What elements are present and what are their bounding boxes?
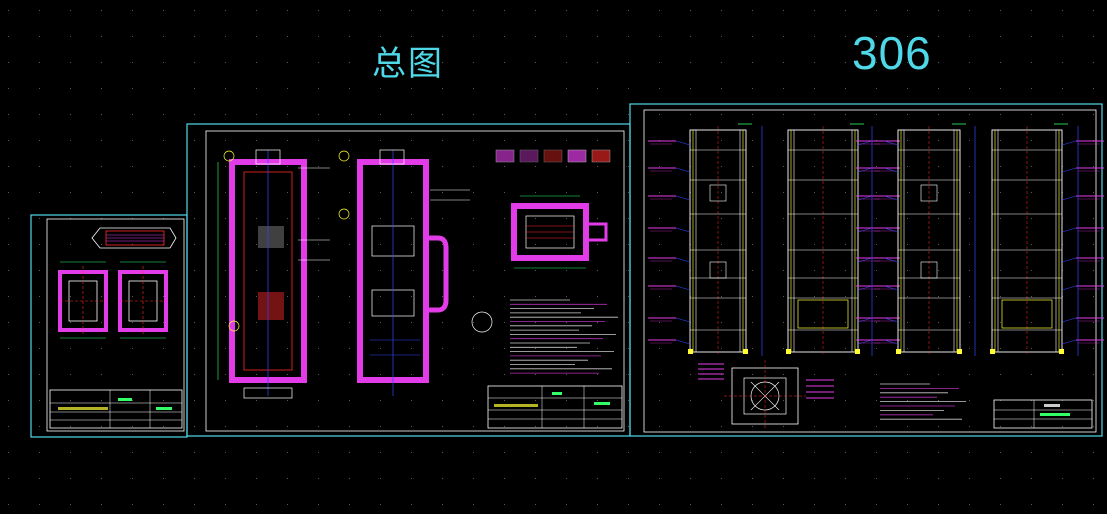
sheet-right-inner-border — [643, 109, 1097, 433]
sheet-left-inner-border — [46, 218, 185, 432]
technical-notes-block — [510, 299, 618, 374]
section-view-b — [118, 266, 168, 339]
sheet-left-title-block — [49, 389, 183, 429]
steel-frame-elevations — [648, 123, 1104, 356]
sheet-right-outer-border — [629, 103, 1103, 437]
snap-grid — [8, 10, 1094, 505]
furnace-elevation-2 — [338, 149, 493, 396]
sheet-middle-inner-border — [205, 130, 625, 432]
plan-detail-view — [724, 360, 806, 430]
sheet-middle-title-block — [487, 385, 623, 429]
sheet-right-title-block — [993, 399, 1093, 429]
drawing-title: 总图 — [372, 44, 444, 84]
frame-notes-block — [698, 363, 966, 420]
drawing-number: 306 — [852, 27, 932, 79]
furnace-elevation-1 — [217, 149, 330, 399]
plan-section-view — [511, 195, 608, 269]
section-view-a — [58, 266, 108, 339]
heat-exchanger-sketch — [91, 227, 177, 249]
sheet-middle[interactable] — [186, 123, 631, 437]
hatch-legend — [495, 149, 611, 163]
sheet-right[interactable] — [629, 103, 1104, 437]
